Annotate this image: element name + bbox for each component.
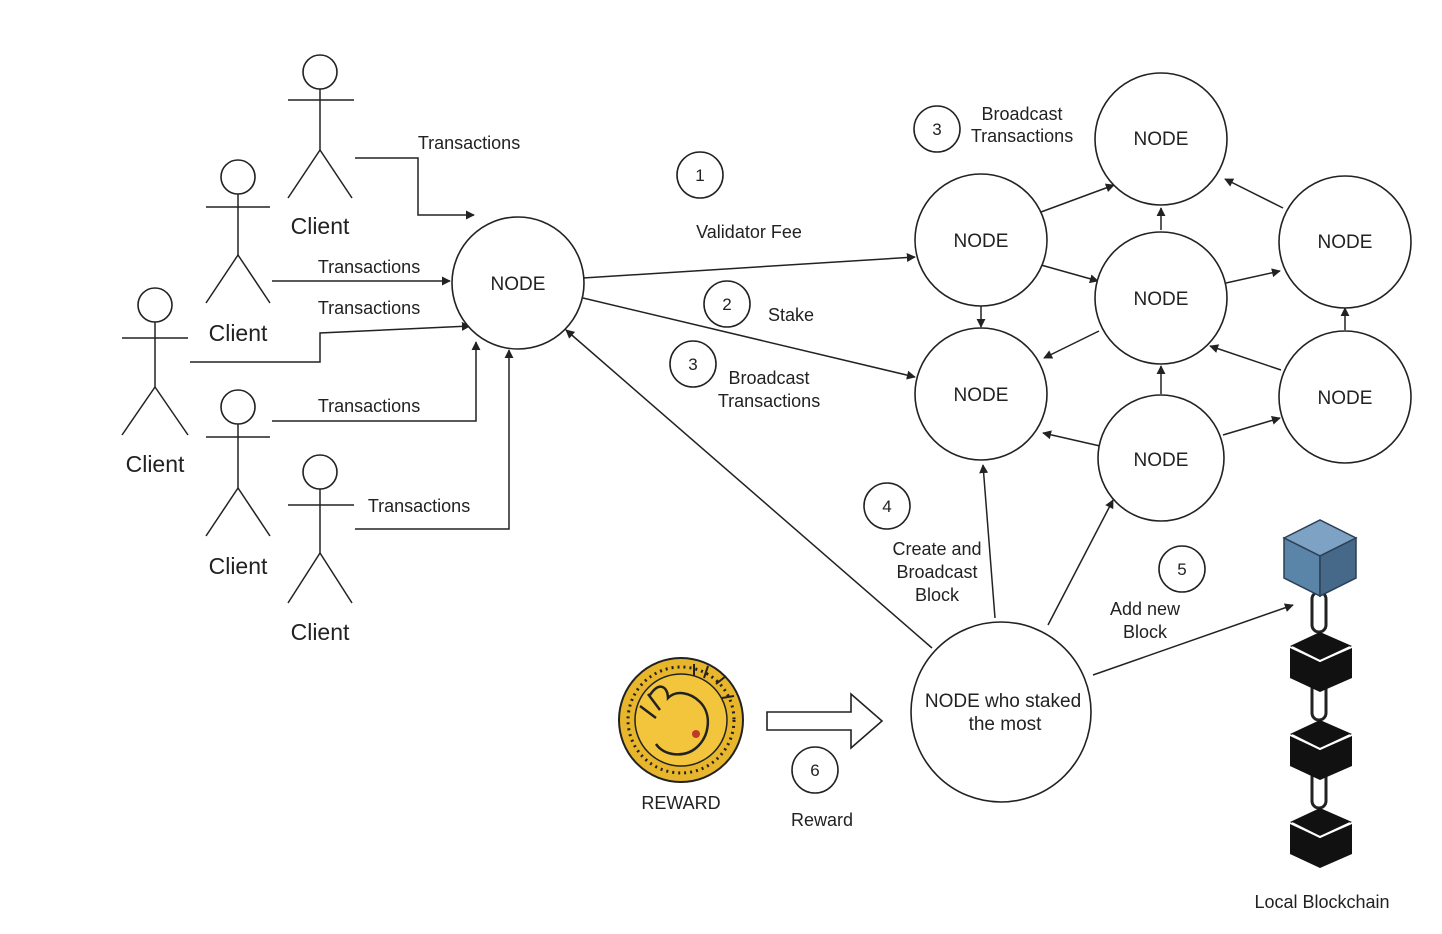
svg-text:3: 3: [688, 355, 697, 374]
step-5: 5 Add new Block: [1110, 545, 1206, 642]
svg-text:NODE: NODE: [954, 231, 1009, 252]
network-node-bottom: NODE: [1097, 394, 1225, 522]
block-icon-top: [1282, 519, 1358, 598]
staker-node-label: NODE who staked: [925, 691, 1081, 712]
transaction-label: Transactions: [318, 257, 420, 277]
stake-arrow: [582, 297, 916, 380]
transaction-label: Transactions: [368, 496, 470, 516]
svg-text:NODE: NODE: [954, 385, 1009, 406]
transaction-label: Transactions: [418, 133, 520, 153]
client-label: Client: [209, 320, 268, 346]
svg-text:2: 2: [722, 295, 731, 314]
svg-text:6: 6: [810, 761, 819, 780]
transaction-label: Transactions: [318, 396, 420, 416]
step-2: 2 Stake: [703, 280, 814, 328]
client-actor-4: Client: [205, 389, 271, 579]
step-3-entry: 3 Broadcast Transactions: [669, 340, 820, 411]
client-label: Client: [209, 553, 268, 579]
step-label: Add new: [1110, 599, 1181, 619]
network-node-left-upper: NODE: [914, 173, 1048, 307]
step-label: Validator Fee: [696, 222, 802, 242]
network-node-right-upper: NODE: [1278, 175, 1412, 309]
transaction-arrows: [190, 157, 514, 530]
svg-text:NODE: NODE: [1134, 450, 1189, 471]
svg-text:4: 4: [882, 497, 891, 516]
network-edges: [976, 178, 1350, 447]
svg-text:NODE: NODE: [1134, 289, 1189, 310]
client-actor-5: Client: [287, 454, 354, 645]
svg-text:1: 1: [695, 166, 704, 185]
step-label: Block: [915, 585, 960, 605]
step-3-network: 3 Broadcast Transactions: [913, 104, 1073, 153]
validator-fee-arrow: [582, 253, 916, 279]
reward-transfer-arrow: [766, 692, 884, 750]
step-label: Transactions: [718, 391, 820, 411]
network-node-top: NODE: [1094, 72, 1228, 206]
staker-node: NODE who staked the most: [910, 621, 1092, 803]
step-1: 1 Validator Fee: [676, 151, 802, 242]
step-label: Broadcast: [981, 104, 1062, 124]
transaction-arrow-3: [190, 321, 471, 363]
step-label: Stake: [768, 305, 814, 325]
svg-text:NODE: NODE: [1134, 129, 1189, 150]
block-icon: [1290, 632, 1352, 692]
blockchain-label: Local Blockchain: [1254, 892, 1389, 912]
network-node-left-lower: NODE: [914, 327, 1048, 461]
step-label: Broadcast: [896, 562, 977, 582]
network-node-center: NODE: [1094, 231, 1228, 365]
step-label: Create and: [892, 539, 981, 559]
add-block-arrow: [1092, 603, 1294, 676]
step-label: Broadcast: [728, 368, 809, 388]
transaction-label: Transactions: [318, 298, 420, 318]
client-label: Client: [126, 451, 185, 477]
broadcast-block-arrow-a: [979, 464, 996, 619]
step-label: Transactions: [971, 126, 1073, 146]
rabbit-coin-icon: [618, 657, 744, 783]
client-actor-3: Client: [121, 287, 189, 477]
staker-node-label: the most: [969, 714, 1043, 735]
block-icon: [1290, 808, 1352, 868]
client-label: Client: [291, 619, 350, 645]
svg-text:5: 5: [1177, 560, 1186, 579]
step-label: Block: [1123, 622, 1168, 642]
local-blockchain: [1282, 519, 1358, 868]
svg-text:NODE: NODE: [1318, 388, 1373, 409]
entry-node: NODE: [451, 216, 585, 350]
client-actor-1: Client: [287, 54, 354, 239]
transaction-arrow-1: [355, 157, 475, 220]
step-6: 6 Reward: [791, 746, 853, 830]
svg-text:3: 3: [932, 120, 941, 139]
client-label: Client: [291, 213, 350, 239]
client-actor-2: Client: [205, 159, 271, 346]
block-icon: [1290, 720, 1352, 780]
reward-label: REWARD: [641, 793, 720, 813]
svg-text:NODE: NODE: [491, 274, 546, 295]
broadcast-block-arrow-b: [1047, 499, 1114, 626]
transaction-arrow-5: [355, 349, 514, 530]
reward-return-arrow: [565, 329, 933, 649]
step-4: 4 Create and Broadcast Block: [863, 482, 982, 605]
network-node-right-lower: NODE: [1278, 330, 1412, 464]
transaction-arrow-4: [272, 341, 481, 422]
step-label: Reward: [791, 810, 853, 830]
svg-text:NODE: NODE: [1318, 232, 1373, 253]
